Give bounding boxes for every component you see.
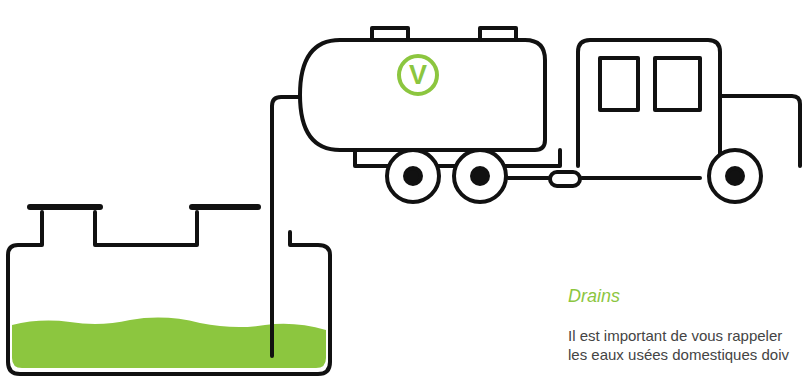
truck-cab: [578, 40, 720, 166]
sludge: [12, 318, 326, 368]
wheel: [709, 150, 761, 202]
tank-riser: [95, 212, 197, 245]
section-heading: Drains: [568, 285, 620, 307]
logo-badge: V: [396, 53, 440, 97]
tank-hatch: [372, 28, 408, 40]
wheel: [454, 150, 506, 202]
wheel-hub: [472, 168, 488, 184]
fuel-tank: [550, 172, 580, 186]
septic-tank: [8, 212, 330, 374]
tank-cap: [192, 204, 258, 210]
chassis-line: [508, 176, 548, 180]
truck-tank: [300, 40, 545, 150]
wheel-hub: [405, 168, 421, 184]
wheel: [387, 150, 439, 202]
tank-cap: [30, 204, 100, 210]
cab-window: [600, 58, 700, 110]
wheel-hub: [727, 168, 743, 184]
logo-letter: V: [396, 53, 440, 97]
tank-hatch: [480, 28, 516, 40]
chassis-line: [582, 176, 700, 180]
body-text: Il est important de vous rappeler les ea…: [568, 326, 800, 364]
